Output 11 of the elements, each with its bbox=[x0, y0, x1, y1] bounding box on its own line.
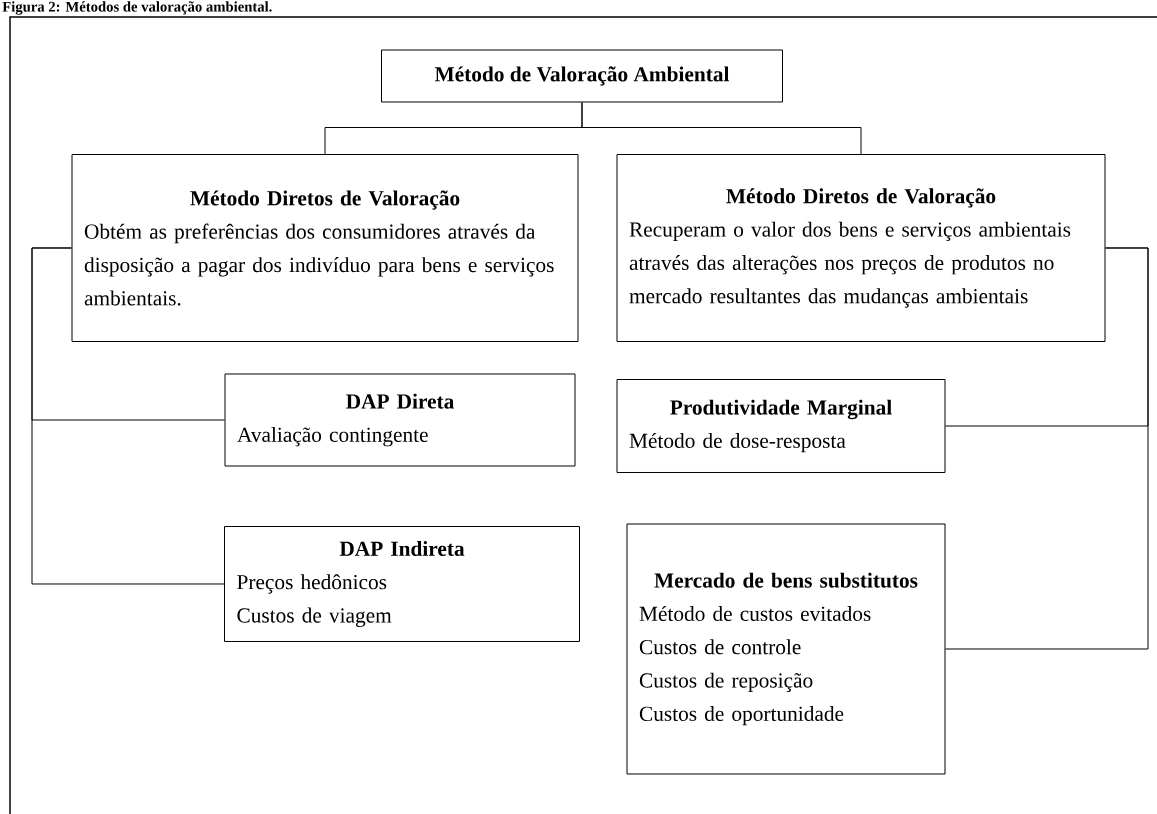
figure-title: Figura 2: Métodos de valoração ambiental. bbox=[2, 1, 272, 15]
method-box: Produtividade Marginal Método de dose-resposta bbox=[616, 379, 946, 473]
method-box: DAP Direta Avaliação contingente bbox=[224, 373, 576, 467]
connector-line bbox=[581, 102, 862, 155]
method-box: Método Diretos de Valoração Recuperam o valor dos bens e serviços ambientais através das alterações nos preços de produtos no mercado resultantes das mudanças ambientais bbox=[616, 154, 1106, 342]
connector-line bbox=[31, 247, 225, 585]
method-box: Método Diretos de Valoração Obtém as preferências dos consumidores através da disposição a pagar dos indivíduo para bens e serviços ambientais. bbox=[71, 154, 579, 342]
method-box: DAP Indireta Preços hedônicos Custos de viagem bbox=[224, 526, 580, 642]
connector-line bbox=[945, 247, 1149, 650]
method-box: Mercado de bens substitutos Método de custos evitados Custos de controle Custos de reposição Custos de oportunidade bbox=[626, 523, 946, 775]
title-box: Método de Valoração Ambiental bbox=[381, 49, 783, 103]
